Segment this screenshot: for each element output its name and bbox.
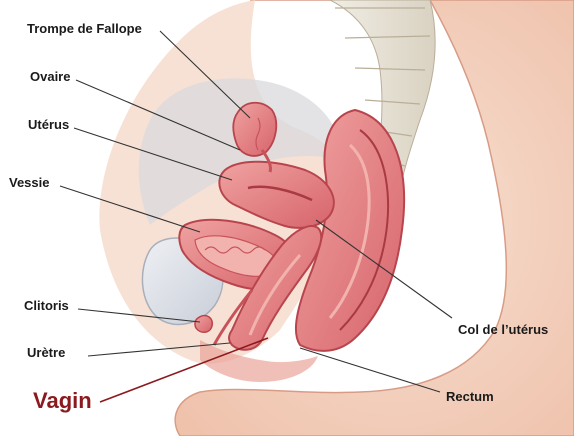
label-ovary: Ovaire xyxy=(30,70,70,83)
label-urethra: Urètre xyxy=(27,346,65,359)
label-bladder: Vessie xyxy=(9,176,50,189)
label-uterus: Utérus xyxy=(28,118,69,131)
label-cervix: Col de l’utérus xyxy=(458,323,548,336)
label-vagina: Vagin xyxy=(33,390,92,412)
ovary-organ xyxy=(233,103,276,156)
clitoris-organ xyxy=(195,316,212,333)
leader-line-rectum xyxy=(300,348,440,392)
label-rectum: Rectum xyxy=(446,390,494,403)
label-clitoris: Clitoris xyxy=(24,299,69,312)
label-fallopian-tube: Trompe de Fallope xyxy=(27,22,142,35)
